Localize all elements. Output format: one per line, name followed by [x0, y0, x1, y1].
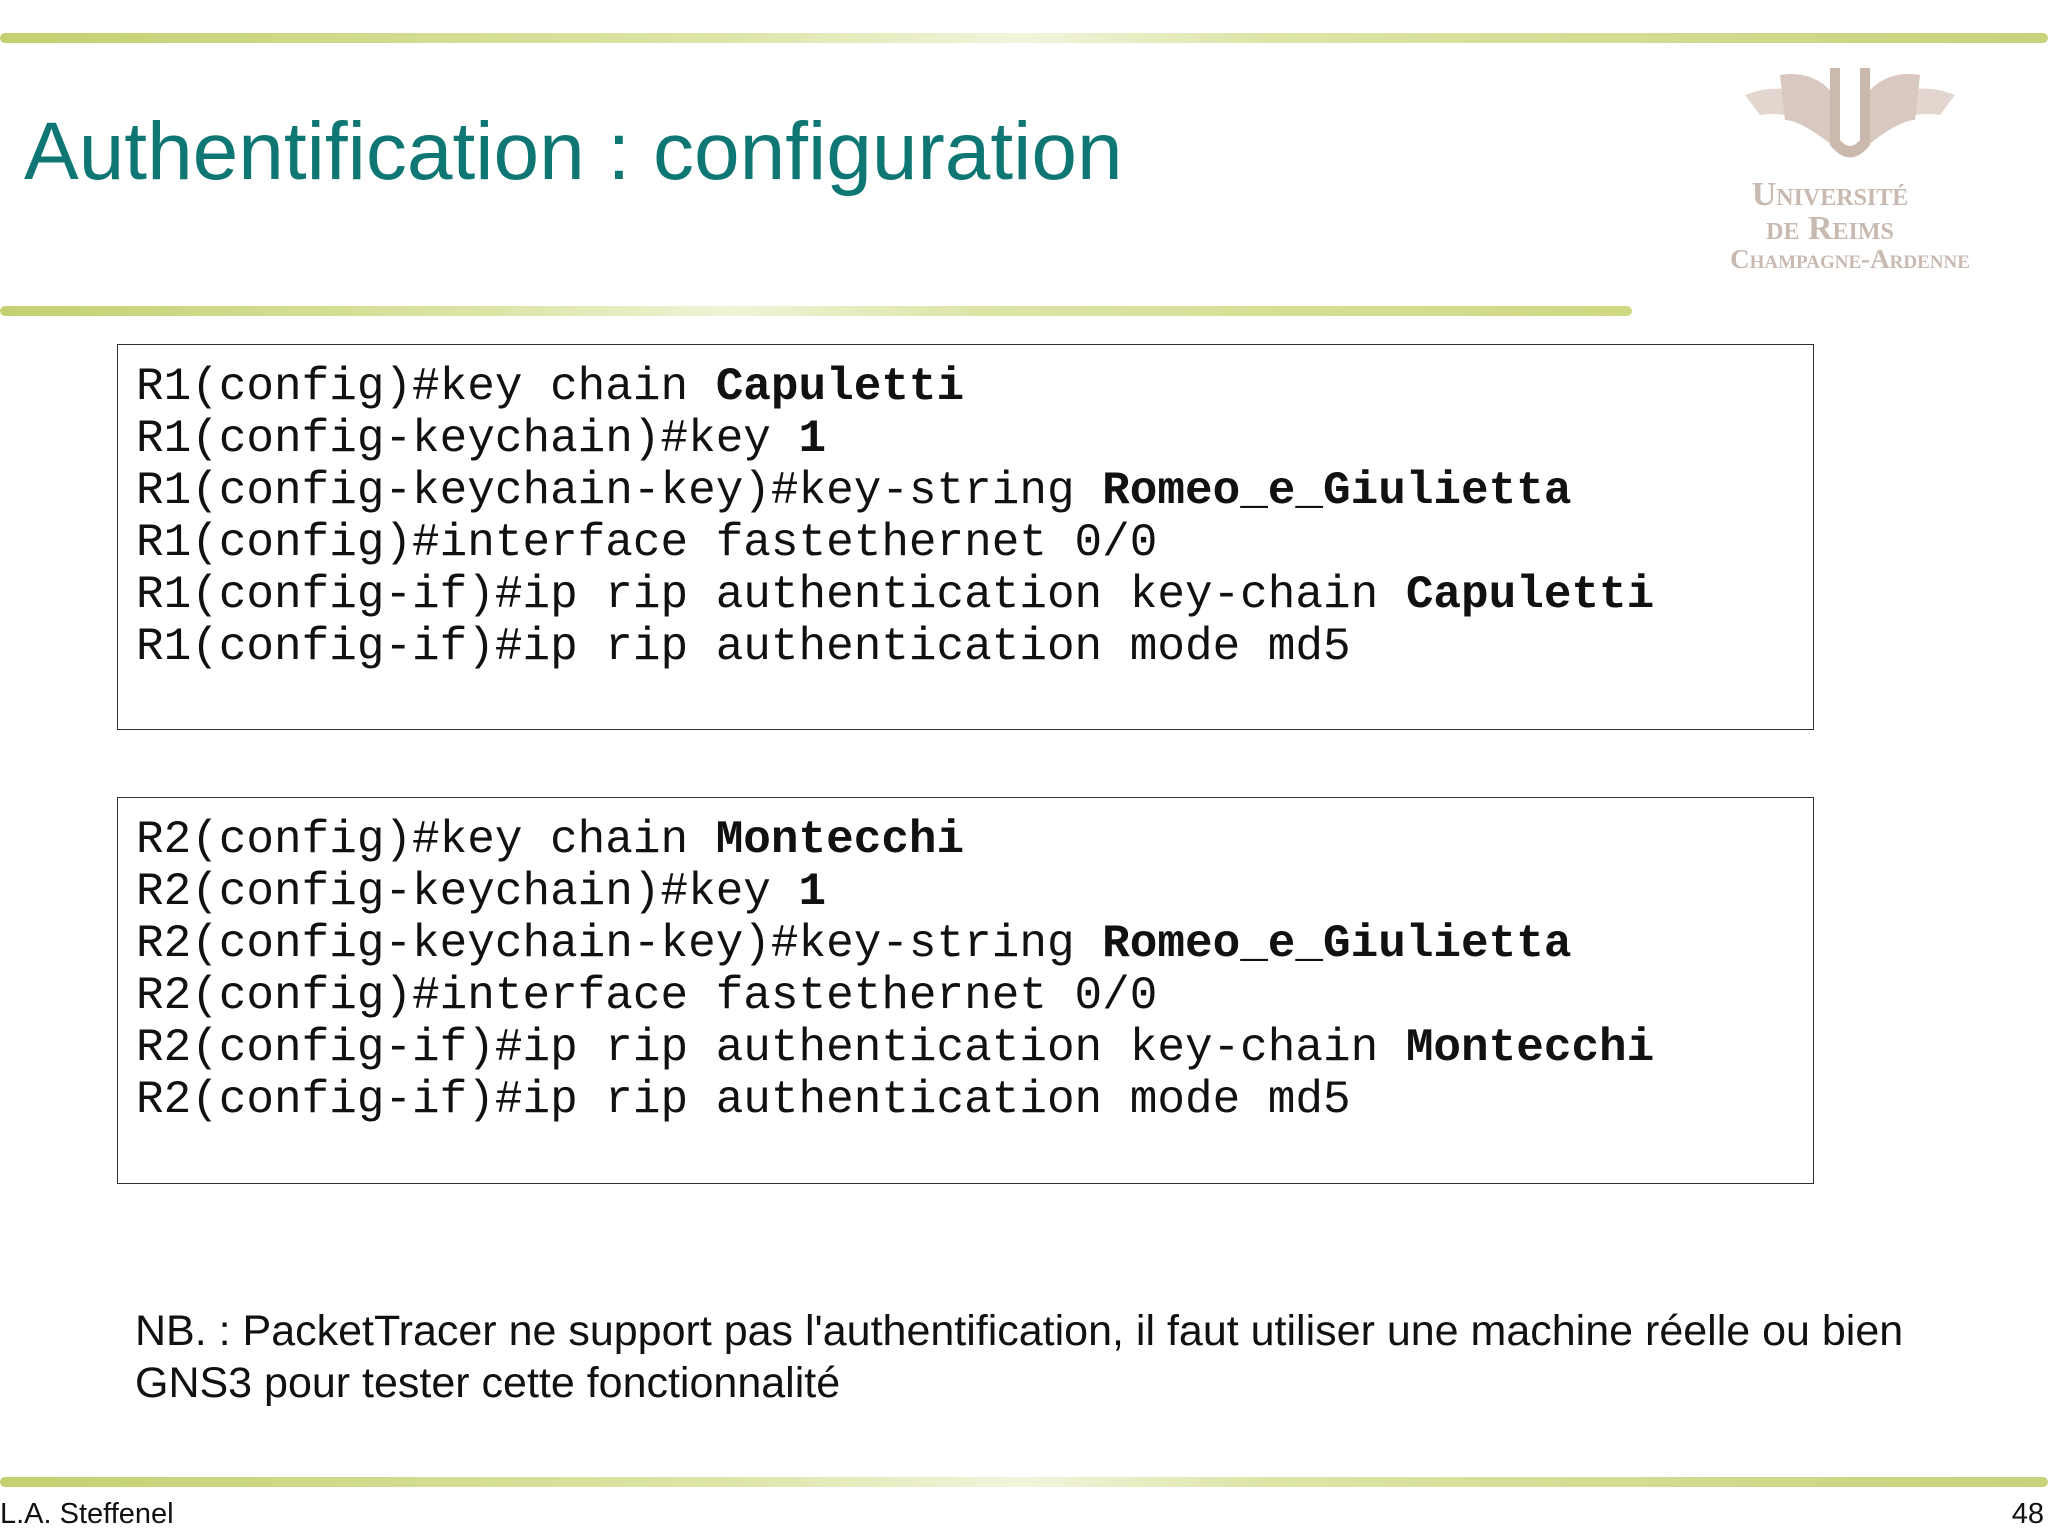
top-rule [0, 33, 2048, 43]
nb-note: NB. : PacketTracer ne support pas l'auth… [135, 1307, 1904, 1407]
footer-author: L.A. Steffenel [0, 1498, 174, 1530]
code-line: R2(config-if)#ip rip authentication mode… [136, 1074, 1351, 1126]
footer-rule [0, 1477, 2048, 1487]
code-line: R2(config-keychain)#key 1 [136, 866, 827, 918]
code-line: R1(config)#key chain Capuletti [136, 361, 965, 413]
logo-text-line2: de Reims [1766, 210, 1894, 247]
code-line: R2(config-if)#ip rip authentication key-… [136, 1022, 1655, 1074]
code-line: R1(config-keychain-key)#key-string Romeo… [136, 465, 1572, 517]
code-line: R1(config-if)#ip rip authentication mode… [136, 621, 1351, 673]
code-line: R1(config)#interface fastethernet 0/0 [136, 517, 1158, 569]
code-line: R2(config)#interface fastethernet 0/0 [136, 970, 1158, 1022]
code-block-r1: R1(config)#key chain Capuletti R1(config… [117, 344, 1814, 730]
slide-title: Authentification : configuration [24, 106, 1123, 197]
code-block-r2: R2(config)#key chain Montecchi R2(config… [117, 797, 1814, 1184]
page-number: 48 [2011, 1498, 2044, 1530]
code-line: R1(config-keychain)#key 1 [136, 413, 827, 465]
code-line: R1(config-if)#ip rip authentication key-… [136, 569, 1655, 621]
university-emblem-icon [1745, 68, 1955, 158]
logo-text-line3: Champagne-Ardenne [1730, 244, 1970, 274]
code-line: R2(config)#key chain Montecchi [136, 814, 965, 866]
code-line: R2(config-keychain-key)#key-string Romeo… [136, 918, 1572, 970]
logo-text-line1: Université [1751, 176, 1909, 213]
university-logo: Université de Reims Champagne-Ardenne [1660, 60, 2040, 280]
title-underline-rule [0, 306, 1632, 316]
